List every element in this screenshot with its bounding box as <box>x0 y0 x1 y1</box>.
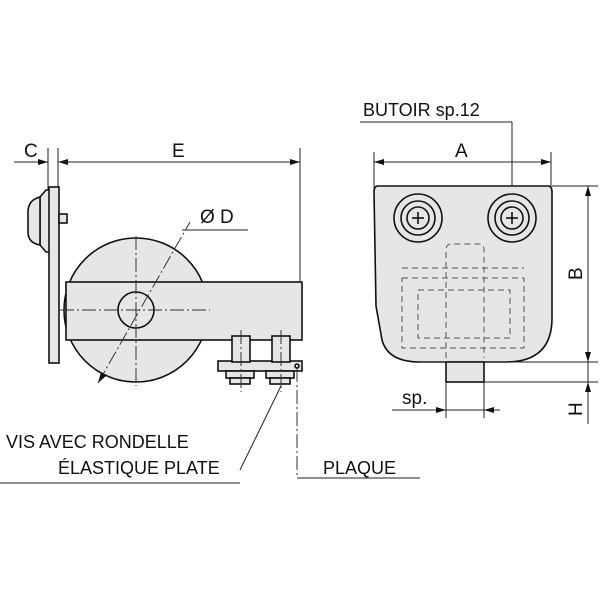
label-e: E <box>172 141 185 162</box>
hidden-lines <box>401 243 525 358</box>
side-wheel <box>60 221 303 386</box>
dimension-b: B <box>508 185 598 363</box>
dimension-a: A <box>373 141 552 188</box>
side-plate <box>27 186 68 364</box>
dimension-c: C <box>14 141 72 165</box>
bumper-left <box>393 193 443 243</box>
label-h: H <box>566 402 587 416</box>
label-d-symbol: Ø <box>200 207 215 228</box>
label-b: B <box>566 267 587 280</box>
label-d: D <box>220 207 234 228</box>
mounting-plate <box>217 330 303 392</box>
label-sp: sp. <box>402 388 427 409</box>
dimension-h: H <box>484 362 598 424</box>
bumper-right <box>487 193 537 243</box>
label-a: A <box>455 141 468 162</box>
label-vis-line2: ÉLASTIQUE PLATE <box>58 458 220 478</box>
side-view: C E Ø D <box>0 141 420 484</box>
label-c: C <box>24 141 38 162</box>
dimension-e: E <box>58 141 300 165</box>
dimension-d: Ø D <box>182 207 248 231</box>
label-butoir: BUTOIR sp.12 <box>363 100 480 120</box>
front-view: BUTOIR sp.12 A <box>360 100 598 424</box>
label-plaque: PLAQUE <box>323 458 396 478</box>
dimension-sp: sp. <box>392 382 500 418</box>
label-vis-line1: VIS AVEC RONDELLE <box>6 432 189 452</box>
